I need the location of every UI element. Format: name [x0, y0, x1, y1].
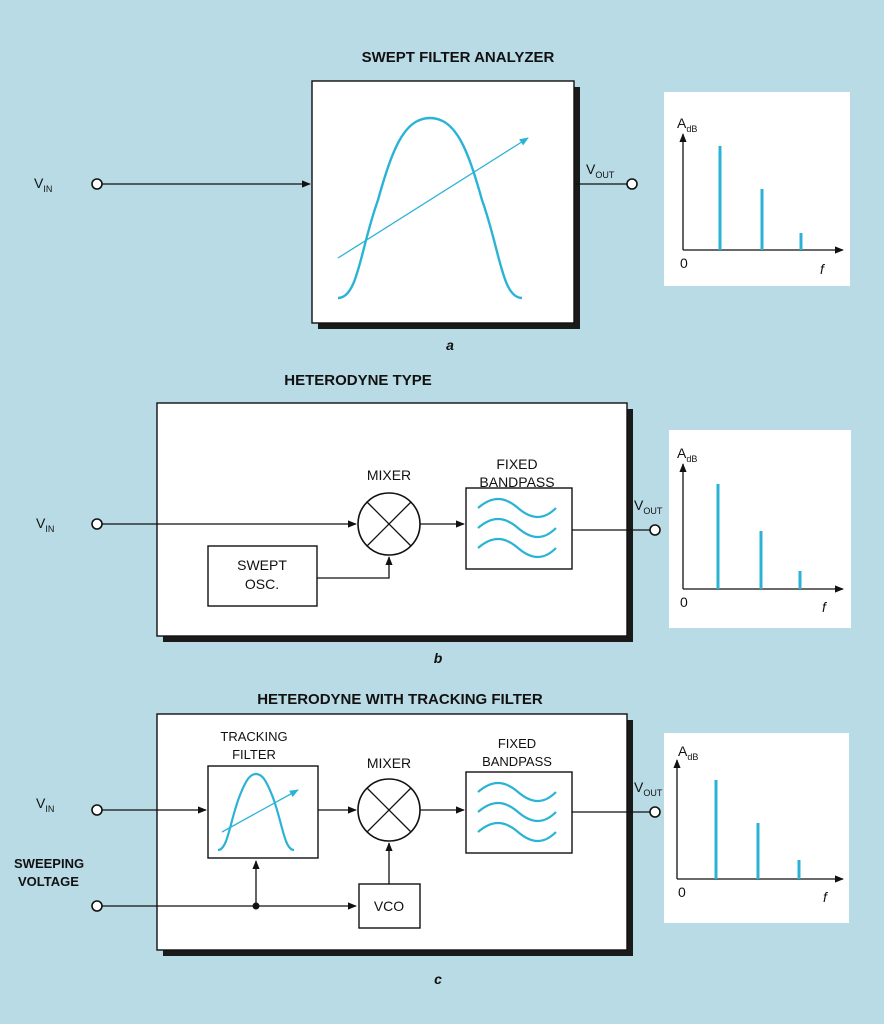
panel-b-output-terminal: [649, 524, 661, 536]
panel-a-vin-label: VIN: [34, 175, 52, 194]
panel-c-tracking-label-1: TRACKING: [220, 729, 287, 744]
panel-b-mixer-label: MIXER: [367, 467, 411, 483]
panel-c-vout-label: VOUT: [634, 779, 663, 798]
panel-b-osc-label-2: OSC.: [245, 576, 279, 592]
panel-b-mixer-symbol: [357, 492, 421, 556]
panel-a-spectrum-origin: 0: [680, 255, 688, 271]
panel-b: HETERODYNE TYPE VIN MIXER SWEPT OSC. FIX…: [36, 372, 663, 666]
panel-c-spectrum-origin: 0: [678, 884, 686, 900]
panel-c-bandpass-label-1: FIXED: [498, 736, 536, 751]
panel-c-sweep-label-2: VOLTAGE: [18, 874, 79, 889]
panel-a-sweep-arrow: [337, 137, 529, 259]
panel-c-bandpass-label-2: BANDPASS: [482, 754, 552, 769]
panel-c-caption: c: [434, 971, 442, 987]
panel-b-osc-wire: [317, 556, 393, 579]
panel-c-spectrum-x-label: f: [823, 889, 829, 905]
panel-a-bandpass-curve: [337, 116, 523, 300]
panel-b-spectrum-y-label: AdB: [677, 445, 697, 464]
panel-c-mixer-label: MIXER: [367, 755, 411, 771]
panel-c: HETERODYNE WITH TRACKING FILTER VIN TRAC…: [14, 691, 663, 987]
panel-b-spectrum-background: [669, 430, 851, 628]
panel-b-title: HETERODYNE TYPE: [284, 372, 432, 389]
panel-b-osc-label-1: SWEPT: [237, 557, 287, 573]
panel-c-title: HETERODYNE WITH TRACKING FILTER: [257, 691, 543, 708]
panel-b-spectrum: AdB 0 f: [669, 430, 851, 628]
panel-b-bandpass-label-2: BANDPASS: [479, 474, 554, 490]
panel-b-caption: b: [434, 650, 443, 666]
panel-c-mixer-symbol: [357, 778, 421, 842]
panel-b-input-terminal: [91, 518, 103, 530]
panel-c-bandpass-symbol: [477, 781, 557, 843]
panel-c-sweep-label-1: SWEEPING: [14, 856, 84, 871]
panel-c-spectrum: AdB 0 f: [664, 733, 849, 923]
panel-a: SWEPT FILTER ANALYZER VIN VOUT a: [34, 49, 638, 353]
panel-a-spectrum-y-label: AdB: [677, 115, 697, 134]
panel-a-spectrum-background: [664, 92, 850, 286]
panel-b-spectrum-x-label: f: [822, 599, 828, 615]
panel-c-vin-label: VIN: [36, 795, 54, 814]
panel-a-caption: a: [446, 337, 454, 353]
panel-b-spectrum-origin: 0: [680, 594, 688, 610]
panel-a-input-terminal: [91, 178, 103, 190]
panel-c-sweep-terminal: [91, 900, 103, 912]
panel-c-tracking-curve: [217, 772, 295, 852]
panel-a-spectrum: AdB 0 f: [664, 92, 850, 286]
panel-b-vout-label: VOUT: [634, 497, 663, 516]
panel-c-tracking-label-2: FILTER: [232, 747, 276, 762]
panel-a-output-terminal: [626, 178, 638, 190]
panel-b-vin-label: VIN: [36, 515, 54, 534]
panel-b-bandpass-label-1: FIXED: [496, 456, 537, 472]
panel-a-spectrum-x-label: f: [820, 261, 826, 277]
panel-a-vout-label: VOUT: [586, 161, 615, 180]
panel-c-spectrum-y-label: AdB: [678, 743, 698, 762]
panel-c-vco-label: VCO: [374, 898, 404, 914]
panel-b-bandpass-symbol: [477, 497, 557, 559]
panel-a-title: SWEPT FILTER ANALYZER: [362, 49, 555, 66]
panel-c-output-terminal: [649, 806, 661, 818]
panel-c-tracking-arrow: [221, 789, 299, 833]
panel-b-swept-osc-box: [207, 545, 318, 607]
panel-c-input-terminal: [91, 804, 103, 816]
